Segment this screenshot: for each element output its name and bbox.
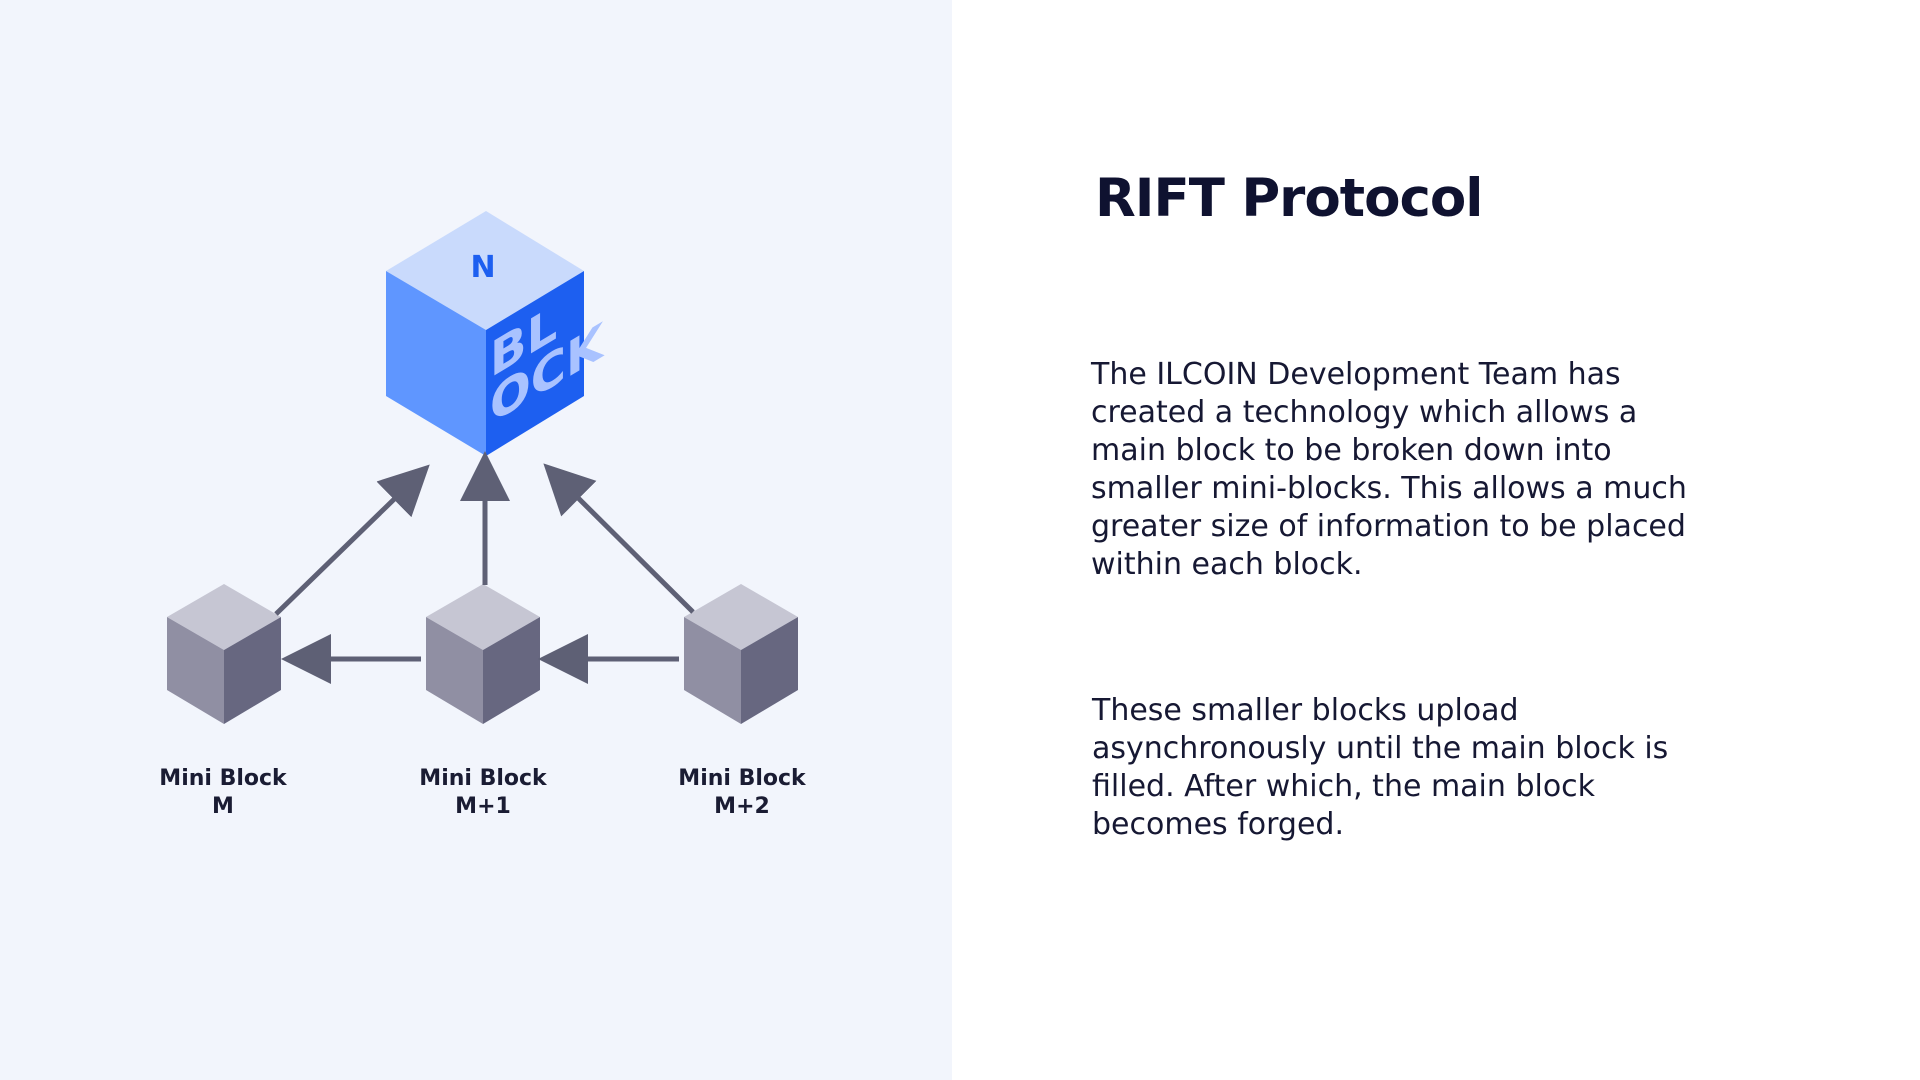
slide-title: RIFT Protocol [1095,168,1483,229]
mini-block-m2-label-line1: Mini Block [678,766,807,791]
mini-block-m1-label-line2: M+1 [455,794,511,819]
description-paragraph-1: The ILCOIN Development Team has created … [1091,357,1687,582]
mini-block-m1-label-line1: Mini Block [419,766,548,791]
mini-block-m2-label-line2: M+2 [714,794,770,819]
mini-block-m-label-line2: M [212,794,234,819]
mini-block-cube-m1 [426,584,540,724]
mini-block-m2-right-face [741,617,798,724]
arrows [274,451,695,684]
description-paragraph-2: These smaller blocks upload asynchronous… [1092,693,1669,842]
main-block-top-label: N [470,250,495,285]
mini-block-m2-left-face [684,617,741,724]
arrow-m-to-main [274,464,430,616]
main-block-top-face [386,211,584,330]
mini-block-cube-m2 [684,584,798,724]
main-block-cube: N BL OCK [386,211,605,456]
mini-block-m1-left-face [426,617,483,724]
mini-block-cube-m [167,584,281,724]
mini-block-labels: Mini Block M Mini Block M+1 Mini Block M… [159,766,807,819]
rift-diagram: N BL OCK [159,211,807,819]
mini-block-m-right-face [224,617,281,724]
mini-block-m-label-line1: Mini Block [159,766,288,791]
mini-block-m-left-face [167,617,224,724]
diagram-panel [0,0,952,1080]
mini-block-m1-right-face [483,617,540,724]
main-block-left-face [386,271,486,456]
arrow-m2-to-main [543,463,695,614]
text-panel [952,0,1920,1080]
main-block-right-face [486,271,584,456]
